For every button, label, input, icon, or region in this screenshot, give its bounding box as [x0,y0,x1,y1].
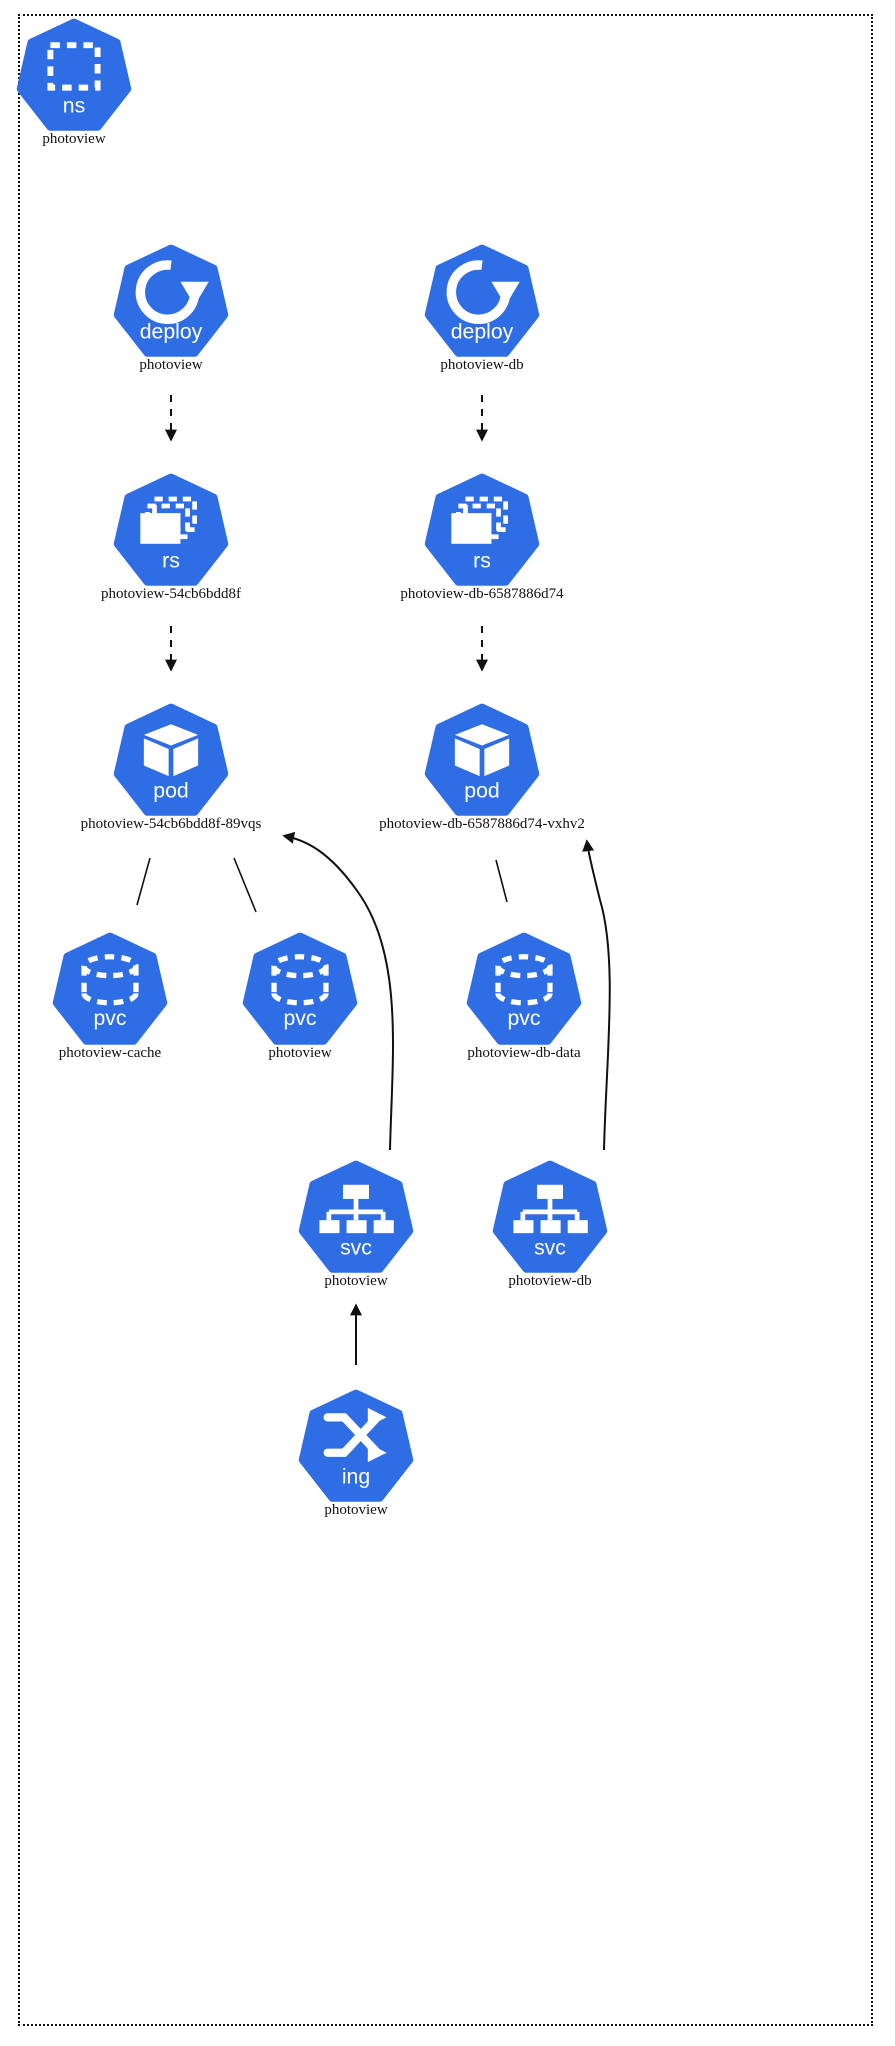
node-label: photoview-54cb6bdd8f [101,586,241,602]
pod-icon: pod [113,703,229,816]
svg-text:deploy: deploy [140,319,203,343]
svg-text:rs: rs [473,548,491,572]
replicaset-icon: rs [424,473,540,586]
deployment-icon: deploy [424,244,540,357]
svg-text:svc: svc [534,1235,566,1259]
svg-text:pod: pod [153,778,188,802]
node-deploy-photoview[interactable]: deploy photoview [61,244,281,374]
edge-pod-photoview-db-to-pvc-db-data [495,859,508,903]
node-label: photoview-db [440,357,524,373]
service-icon: svc [298,1160,414,1273]
svg-text:pod: pod [464,778,499,802]
node-svc-photoview[interactable]: svc photoview [246,1160,466,1290]
node-label: photoview-db-6587886d74-vxhv2 [379,816,585,832]
svg-text:pvc: pvc [93,1006,126,1030]
svg-text:ns: ns [63,93,85,117]
svg-text:pvc: pvc [283,1006,316,1030]
svg-text:svc: svc [340,1235,372,1259]
node-label: photoview [324,1273,388,1289]
pvc-icon: pvc [52,932,168,1045]
node-label: photoview [42,131,106,147]
svg-text:deploy: deploy [451,319,514,343]
edge-pod-photoview-to-pvc-photoview [233,857,257,913]
node-label: photoview-54cb6bdd8f-89vqs [80,816,262,832]
node-label: photoview [268,1045,332,1061]
deployment-icon: deploy [113,244,229,357]
node-ing-photoview[interactable]: ing photoview [246,1389,466,1519]
node-label: photoview-cache [58,1045,162,1061]
node-label: photoview-db-6587886d74 [400,586,564,602]
node-rs-photoview[interactable]: rs photoview-54cb6bdd8f [1,473,341,603]
node-label: photoview-db [508,1273,592,1289]
svg-text:rs: rs [162,548,180,572]
node-deploy-photoview-db[interactable]: deploy photoview-db [372,244,592,374]
node-pvc-photoview-cache[interactable]: pvc photoview-cache [0,932,220,1062]
node-pod-photoview-db[interactable]: pod photoview-db-6587886d74-vxhv2 [312,703,652,833]
node-rs-photoview-db[interactable]: rs photoview-db-6587886d74 [312,473,652,603]
ingress-icon: ing [298,1389,414,1502]
namespace-icon: ns [16,18,132,131]
node-pvc-photoview-db-data[interactable]: pvc photoview-db-data [414,932,634,1062]
service-icon: svc [492,1160,608,1273]
node-label: photoview [139,357,203,373]
node-pod-photoview[interactable]: pod photoview-54cb6bdd8f-89vqs [1,703,341,833]
node-ns-photoview[interactable]: ns photoview [0,18,184,148]
node-pvc-photoview[interactable]: pvc photoview [190,932,410,1062]
node-label: photoview [324,1502,388,1518]
node-svc-photoview-db[interactable]: svc photoview-db [440,1160,660,1290]
node-label: photoview-db-data [467,1045,581,1061]
pvc-icon: pvc [466,932,582,1045]
svg-text:ing: ing [342,1464,370,1488]
replicaset-icon: rs [113,473,229,586]
edge-pod-photoview-to-pvc-cache [136,857,151,906]
pod-icon: pod [424,703,540,816]
svg-text:pvc: pvc [507,1006,540,1030]
pvc-icon: pvc [242,932,358,1045]
